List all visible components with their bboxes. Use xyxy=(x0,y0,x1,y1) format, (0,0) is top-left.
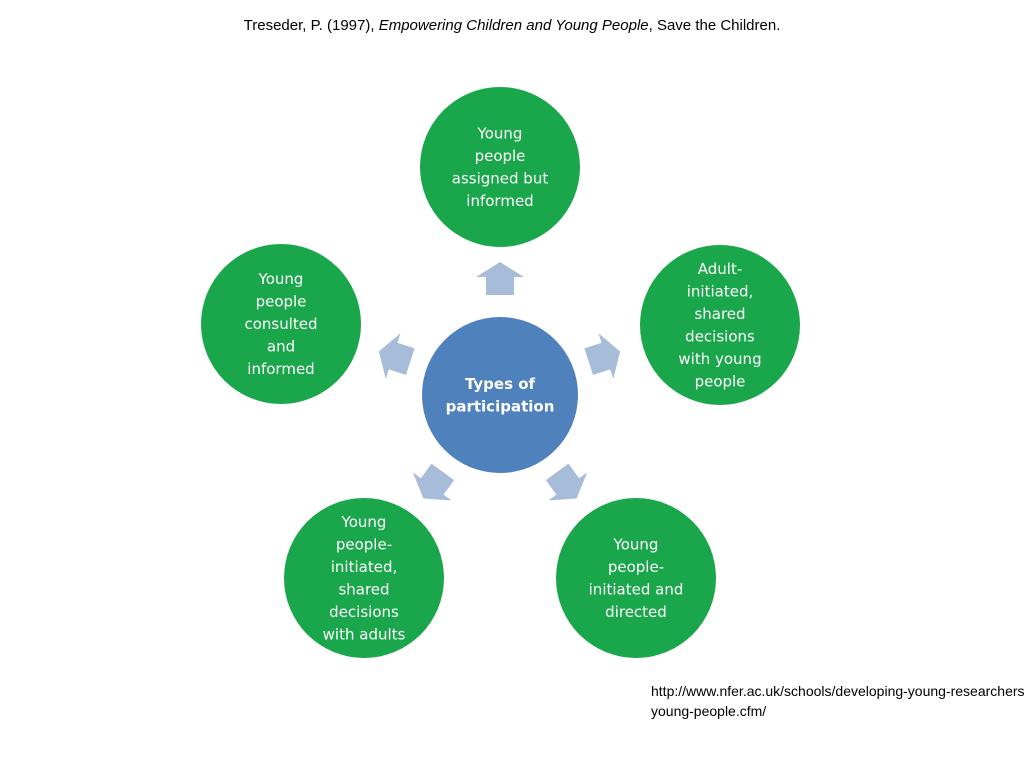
arrow-to-top xyxy=(476,262,524,295)
node-bottom-left: Young people-initiated, shared decisions wit… xyxy=(284,498,444,658)
node-right-line: initiated, xyxy=(687,282,753,300)
center-node-line: participation xyxy=(446,397,555,415)
node-circle xyxy=(284,498,444,658)
node-circle xyxy=(201,244,361,404)
node-right-line: shared xyxy=(694,305,745,323)
node-right: Adult-initiated, shared decisions with youn… xyxy=(640,245,800,405)
node-right-line: with young xyxy=(678,350,761,368)
node-bottom-right-line: Young xyxy=(613,535,659,553)
node-top-line: informed xyxy=(466,192,533,210)
node-top: Young people assigned but informed xyxy=(420,87,580,247)
center-node-line: Types of xyxy=(465,375,536,393)
arrow-to-bottom-left xyxy=(412,463,455,501)
node-bottom-right: Young people-initiated and directed xyxy=(556,498,716,658)
center-circle xyxy=(422,317,578,473)
node-bottom-right-line: people- xyxy=(608,558,664,576)
node-circle xyxy=(556,498,716,658)
node-top-line: assigned but xyxy=(452,169,549,187)
node-left: Young people consulted and informed xyxy=(201,244,361,404)
node-left-line: and xyxy=(267,338,295,356)
center-node: Types of participation xyxy=(422,317,578,473)
node-circle xyxy=(640,245,800,405)
node-left-line: informed xyxy=(247,360,314,378)
node-bottom-left-line: initiated, xyxy=(331,558,397,576)
node-bottom-left-line: people- xyxy=(336,535,392,553)
citation-title: Empowering Children and Young People xyxy=(378,17,649,34)
node-right-line: people xyxy=(695,372,746,390)
arrow-to-left xyxy=(378,333,415,379)
node-bottom-left-line: Young xyxy=(341,513,387,531)
node-left-line: people xyxy=(256,293,307,311)
citation-publisher: , Save the Children. xyxy=(648,17,781,34)
node-top-line: people xyxy=(475,147,526,165)
node-bottom-left-line: with adults xyxy=(323,625,406,643)
arrow-to-right xyxy=(584,333,621,379)
arrow-to-bottom-right xyxy=(545,463,588,501)
node-top-line: Young xyxy=(477,124,523,142)
source-url: http://www.nfer.ac.uk/schools/developing… xyxy=(651,681,1024,721)
node-bottom-right-line: directed xyxy=(605,603,667,621)
node-bottom-left-line: decisions xyxy=(329,603,399,621)
arrows-layer xyxy=(378,262,621,501)
node-right-line: decisions xyxy=(685,327,755,345)
node-circle xyxy=(420,87,580,247)
citation: Treseder, P. (1997), Empowering Children… xyxy=(0,17,1024,34)
node-left-line: consulted xyxy=(244,315,317,333)
node-bottom-left-line: shared xyxy=(338,580,389,598)
source-url-line-2: young-people.cfm/ xyxy=(651,703,767,719)
source-url-line-1: http://www.nfer.ac.uk/schools/developing… xyxy=(651,683,1024,699)
center-layer: Types of participation xyxy=(422,317,578,473)
node-right-line: Adult- xyxy=(698,260,743,278)
citation-authors: Treseder, P. (1997), xyxy=(243,17,379,34)
node-left-line: Young xyxy=(258,270,304,288)
node-bottom-right-line: initiated and xyxy=(589,580,684,598)
